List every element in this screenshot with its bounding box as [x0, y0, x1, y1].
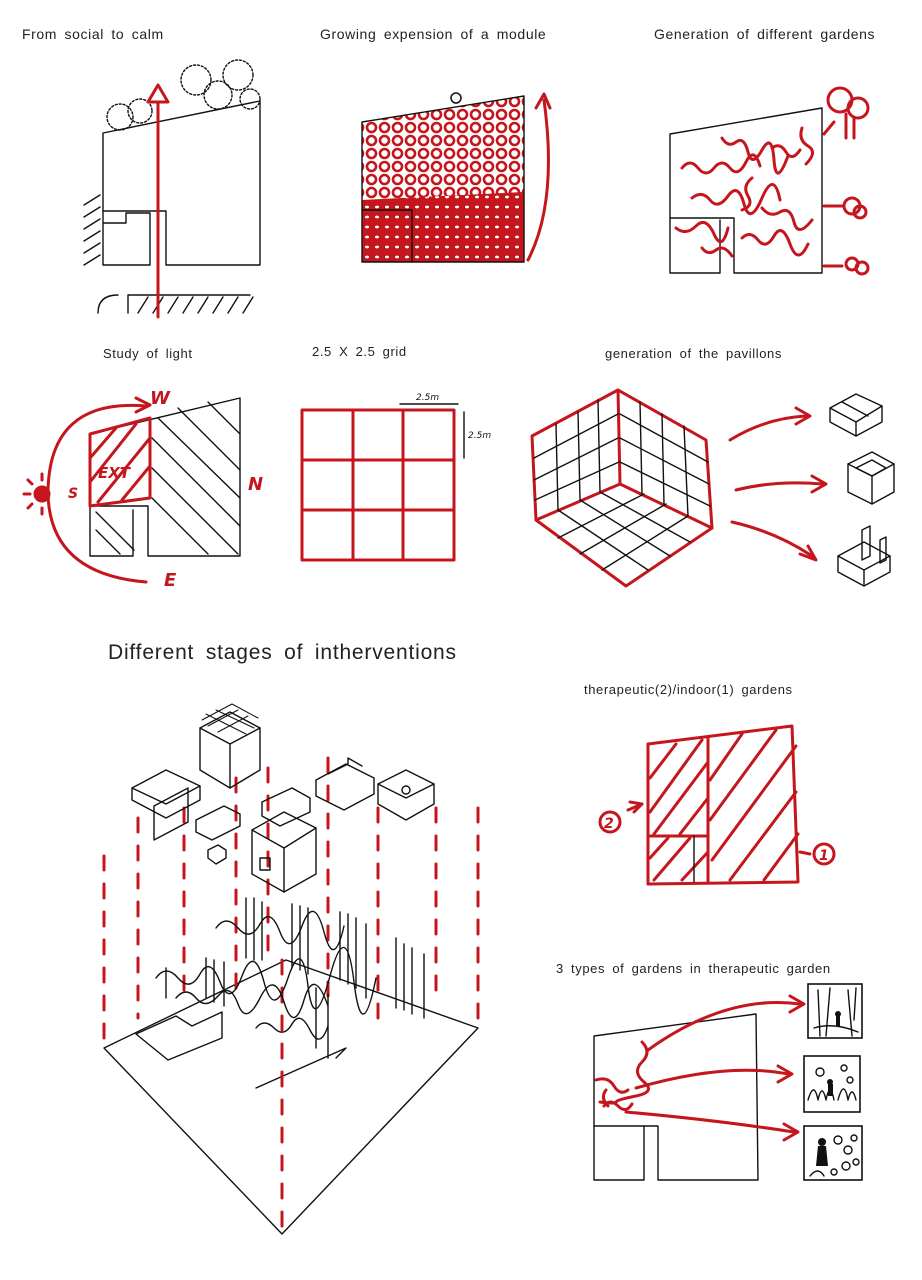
sketch-gardens-generation [669, 86, 870, 276]
grid-dimension-horizontal: 2.5m [416, 393, 439, 403]
sketch-grid: 2.5m 2.5m [300, 393, 491, 562]
sketch-study-of-light: EXT W S N E [22, 388, 263, 591]
pavilion-1-icon [829, 393, 883, 437]
flower-icon [844, 256, 870, 276]
grid-dimension-vertical: 2.5m [468, 431, 491, 441]
pavilion-2-icon [847, 451, 895, 505]
bush-icon [842, 196, 868, 220]
pavilion-block-stair-right [315, 757, 375, 811]
caption-gardens-generation: Generation of different gardens [654, 26, 876, 42]
compass-s: S [68, 486, 78, 502]
caption-grid: 2.5 X 2.5 grid [312, 344, 407, 359]
pavilion-block-far-right [377, 769, 435, 821]
sketch-therapeutic-indoor: 2 1 [598, 724, 836, 886]
pavilion-3-icon [837, 525, 891, 587]
marker-1-label: 1 [819, 848, 829, 864]
pavilion-block-center [251, 787, 317, 893]
meadow-garden-thumbnail [803, 1055, 861, 1113]
marker-2-label: 2 [604, 816, 614, 832]
forest-garden-thumbnail [807, 983, 863, 1039]
sketch-social-to-calm [83, 59, 261, 319]
pavilion-block-stair-left [131, 769, 201, 841]
caption-study-of-light: Study of light [103, 346, 193, 361]
pavilion-block-small [195, 805, 241, 865]
caption-stages: Different stages of intherventions [108, 641, 457, 664]
caption-module-expansion: Growing expension of a module [320, 26, 547, 42]
pavilion-block-topgrid [199, 703, 261, 789]
tree-cluster-icon [106, 59, 261, 131]
sun-icon [22, 472, 51, 516]
marker-1-icon: 1 [798, 842, 836, 866]
caption-pavillons: generation of the pavillons [605, 346, 782, 361]
caption-social-to-calm: From social to calm [22, 26, 164, 42]
caption-three-garden-types: 3 types of gardens in therapeutic garden [556, 961, 831, 976]
sketch-pavillons [530, 388, 895, 588]
compass-n: N [248, 474, 263, 495]
tree-icon [826, 86, 870, 140]
marker-2-icon: 2 [598, 800, 644, 834]
sketch-module-expansion [361, 92, 552, 263]
sketch-three-garden-types [593, 983, 863, 1181]
compass-e: E [164, 570, 177, 591]
compass-w: W [150, 388, 171, 409]
sketch-stages-axonometric [102, 703, 480, 1235]
caption-therapeutic-indoor: therapeutic(2)/indoor(1) gardens [584, 682, 793, 697]
ext-label: EXT [98, 464, 132, 482]
flower-garden-thumbnail [803, 1125, 863, 1181]
